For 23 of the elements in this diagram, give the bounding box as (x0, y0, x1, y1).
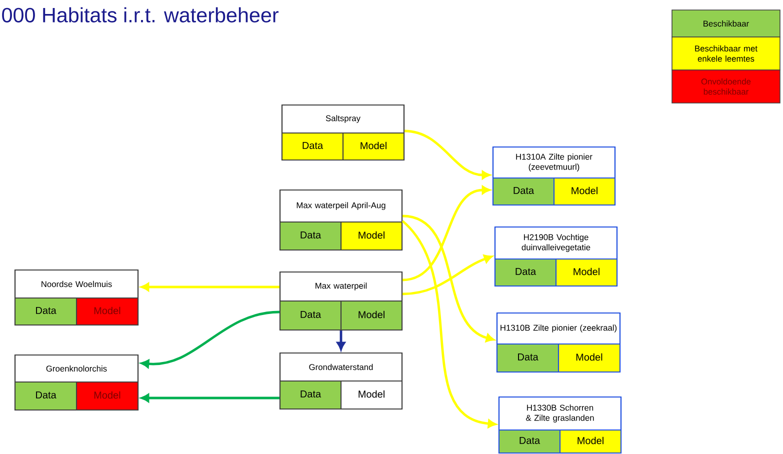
arrow (404, 130, 490, 180)
data-box: Noordse Woelmuis Data Model (14, 269, 139, 326)
data-box: Grondwaterstand Data Model (279, 352, 403, 410)
arrow (402, 186, 490, 282)
title: 000 Habitats i.r.t. waterbeheer (2, 7, 278, 22)
arrow (402, 220, 496, 428)
data-box: Max waterpeil April-Aug Data Model (279, 189, 403, 251)
arrow (140, 282, 280, 292)
legend-entry: Onvoldoende beschikbaar (672, 70, 780, 104)
data-box: H1310A Zilte pionier (zeevetmuurl) Data Model (492, 146, 616, 206)
arrow (402, 214, 494, 342)
arrow (402, 254, 492, 296)
arrow (336, 330, 346, 350)
arrow (140, 310, 280, 368)
data-box: H1310B Zilte pionier (zeekraal) Data Model (496, 312, 621, 373)
data-box: Saltspray Data Model (281, 104, 405, 161)
data-box: Max waterpeil Data Model (279, 271, 403, 331)
legend-entry: Beschikbaar (672, 10, 780, 38)
arrow (140, 394, 280, 402)
legend-entry: Beschikbaar met enkele leemtes (672, 36, 780, 70)
data-box: H1330B Schorren & Zilte graslanden Data Model (498, 396, 622, 454)
data-box: Groenknolorchis Data Model (14, 354, 139, 411)
data-box: H2190B Vochtige duinvalleivegetatie Data Model (494, 226, 618, 287)
